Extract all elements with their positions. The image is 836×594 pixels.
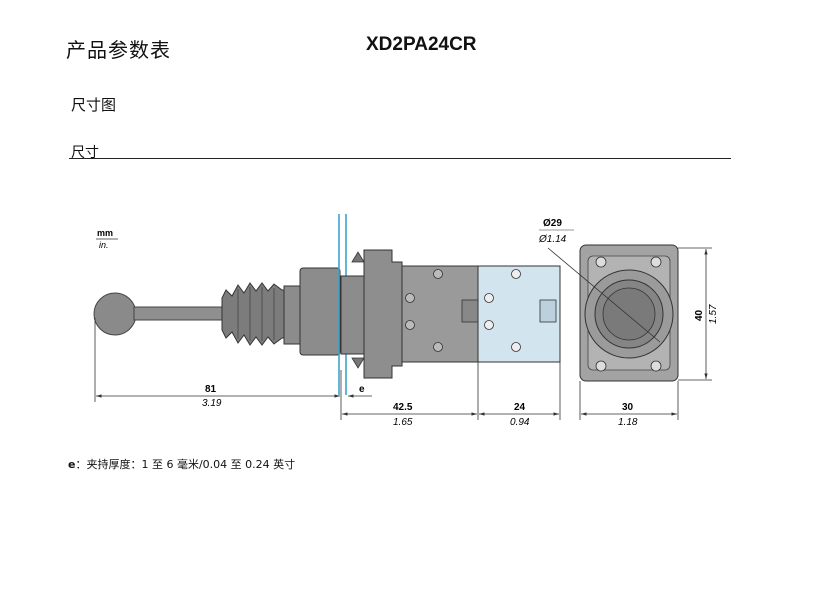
- note-label: e: [68, 458, 76, 471]
- drawing-section-title: 尺寸图: [71, 96, 117, 114]
- front-view: [579, 244, 679, 382]
- rubber-boot: [221, 282, 287, 346]
- page-title: 产品参数表: [66, 38, 171, 62]
- dim-diameter-mm: Ø29: [543, 218, 562, 229]
- unit-legend: mm in.: [96, 228, 118, 250]
- head-collar: [283, 267, 341, 356]
- dim-81-mm: 81: [205, 384, 217, 395]
- unit-in: in.: [99, 240, 109, 250]
- dim-40-mm: 40: [694, 309, 705, 321]
- dim-81-in: 3.19: [202, 398, 222, 409]
- dimensions-section-title: 尺寸: [71, 145, 99, 161]
- note-text: ：夹持厚度：1 至 6 毫米/0.04 至 0.24 英寸: [75, 458, 296, 471]
- dim-30-mm: 30: [622, 402, 634, 413]
- dim-24-in: 0.94: [510, 417, 530, 428]
- section-divider: [69, 158, 731, 159]
- joystick-lever: [93, 292, 225, 336]
- dim-40-in: 1.57: [708, 304, 719, 324]
- dim-e-label: e: [359, 384, 365, 395]
- dim-42-in: 1.65: [393, 417, 413, 428]
- model-number: XD2PA24CR: [366, 34, 477, 55]
- contact-block-blue: [477, 265, 561, 363]
- dim-30-in: 1.18: [618, 417, 638, 428]
- dimension-labels: Ø29 Ø1.14 81 3.19 e 42.5 1.65 24 0.94 30…: [202, 218, 719, 428]
- dim-42-mm: 42.5: [393, 402, 413, 413]
- fixing-body: [340, 249, 403, 379]
- clamping-note: e：夹持厚度：1 至 6 毫米/0.04 至 0.24 英寸: [68, 456, 295, 472]
- dim-diameter-in: Ø1.14: [538, 234, 567, 245]
- contact-block-grey: [401, 265, 479, 363]
- unit-mm: mm: [97, 228, 113, 238]
- dimension-lines: [94, 247, 712, 420]
- dim-24-mm: 24: [514, 402, 526, 413]
